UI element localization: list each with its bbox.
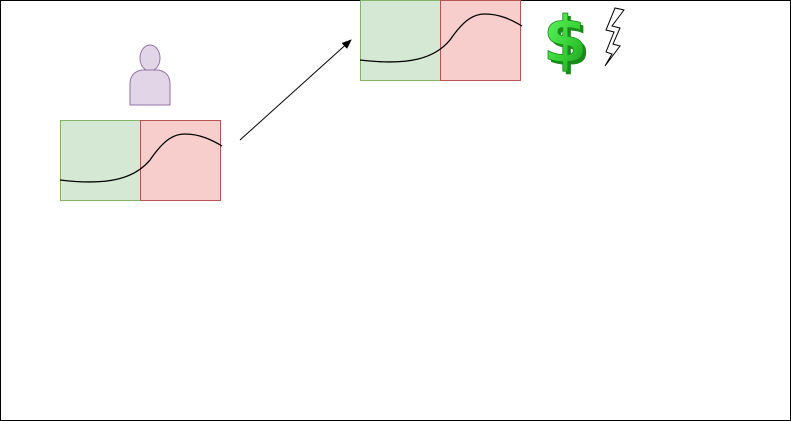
person-body [129,69,171,106]
chart-left-red-region [140,120,221,201]
chart-block-right [359,0,523,81]
person-head [139,44,161,72]
dollar-sign-glyph: $ [543,4,588,78]
dollar-sign-icon: $ $ [543,4,591,81]
chart-block-left [59,120,223,201]
chart-left-curve [59,133,223,183]
lightning-icon [604,7,625,67]
transition-arrow [239,39,352,141]
chart-right-curve [359,13,523,63]
chart-left-green-region [60,120,141,201]
dollar-sign-shadow: $ [546,7,591,81]
person-icon [129,44,171,106]
chart-right-red-region [440,0,521,81]
chart-right-green-region [360,0,441,81]
